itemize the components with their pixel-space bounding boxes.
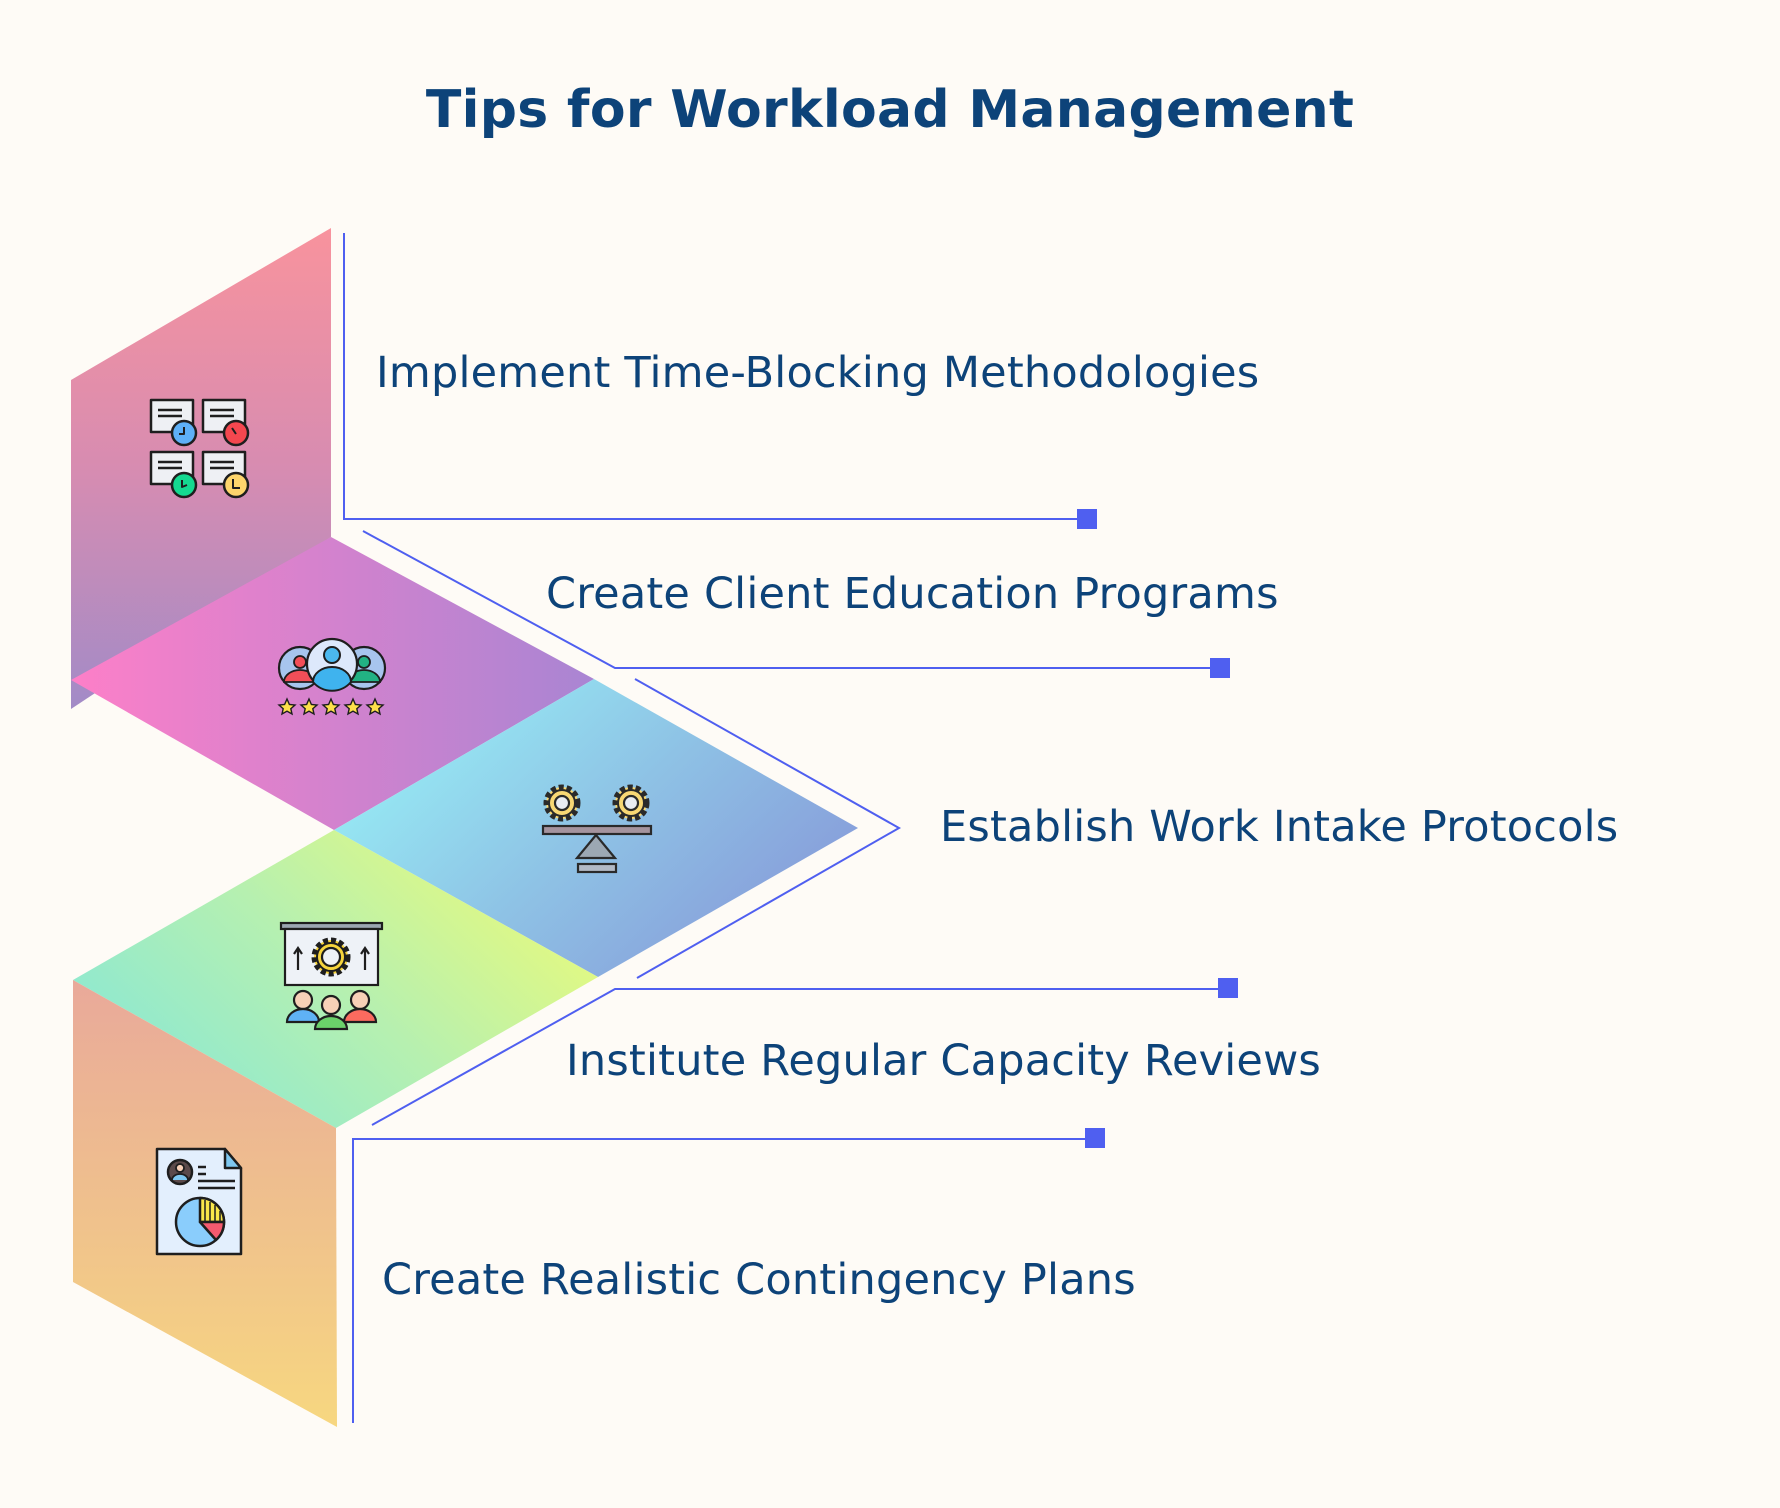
connector-5-end-marker [1085,1128,1105,1148]
connector-5 [352,1138,1095,1423]
tip-5-label: Create Realistic Contingency Plans [382,1255,1136,1305]
connector-3-chevron [634,678,902,979]
tip-2-label: Create Client Education Programs [546,569,1279,619]
tip-1-panel [71,228,331,709]
tip-1-label: Implement Time-Blocking Methodologies [376,348,1260,398]
connector-2-end-marker [1210,658,1230,678]
time-blocking-schedule-icon [149,398,250,499]
connector-4-end-marker [1218,978,1238,998]
connector-2 [362,530,1220,669]
tip-4-label: Institute Regular Capacity Reviews [566,1036,1322,1086]
connector-1 [343,233,1087,520]
connector-1-end-marker [1077,509,1097,529]
tip-3-label: Establish Work Intake Protocols [940,802,1619,852]
connector-4 [371,988,1228,1126]
client-team-rating-icon [277,637,387,716]
page-title: Tips for Workload Management [425,80,1355,140]
balance-gears-icon [541,784,653,874]
report-document-icon [155,1147,243,1256]
team-presentation-icon [279,921,384,1031]
